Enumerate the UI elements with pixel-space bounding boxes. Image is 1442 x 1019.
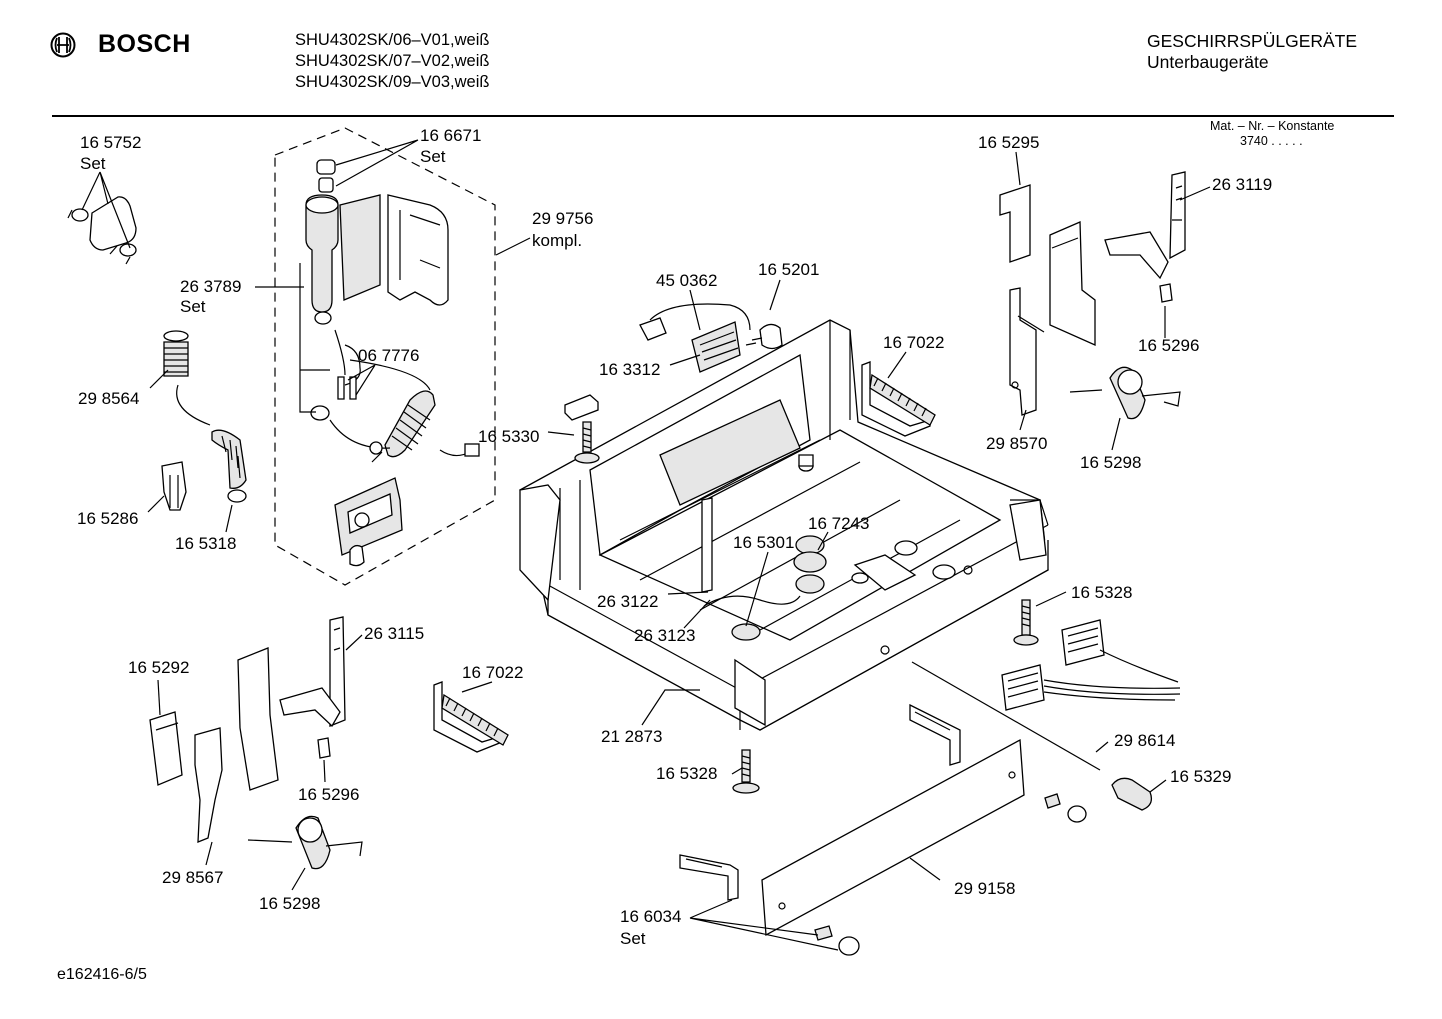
part-label: 16 6671	[420, 126, 481, 145]
material-number-block: Mat. – Nr. – Konstante 3740 . . . . .	[1210, 119, 1334, 149]
part-label-note: Set	[180, 297, 206, 316]
part-label: 26 3119	[1212, 175, 1272, 194]
part-label: 26 3123	[634, 626, 695, 645]
part-label: 16 5318	[175, 534, 236, 553]
kit-boundary-outline	[274, 127, 496, 586]
part-label: 16 7022	[462, 663, 523, 682]
part-label-note: Set	[420, 147, 446, 166]
spring-clip-left-drawing	[433, 681, 509, 753]
part-label: 16 5301	[733, 533, 794, 552]
part-label: 29 8567	[162, 868, 223, 887]
part-label: 16 5296	[298, 785, 359, 804]
part-label: 16 5328	[656, 764, 717, 783]
part-label: 45 0362	[656, 271, 717, 290]
part-label: 16 5295	[978, 133, 1039, 152]
part-label: 29 9158	[954, 879, 1015, 898]
part-label: 21 2873	[601, 727, 662, 746]
right-bracket-group-drawing	[999, 171, 1186, 420]
left-bracket-group-drawing	[149, 616, 363, 870]
part-label: 16 5296	[1138, 336, 1199, 355]
part-label: 16 5286	[77, 509, 138, 528]
part-label: 16 5298	[259, 894, 320, 913]
material-number-label: Mat. – Nr. – Konstante	[1210, 119, 1335, 133]
product-category: GESCHIRRSPÜLGERÄTE Unterbaugeräte	[1147, 31, 1357, 73]
part-label: 16 5330	[478, 427, 539, 446]
part-label: 29 9756	[532, 209, 593, 228]
part-label: 16 7243	[808, 514, 869, 533]
material-number-value: 3740 . . . . .	[1240, 134, 1303, 148]
category-title: GESCHIRRSPÜLGERÄTE	[1147, 31, 1358, 51]
part-label: 16 5328	[1071, 583, 1132, 602]
part-label: 16 5298	[1080, 453, 1141, 472]
model-list: SHU4302SK/06–V01,weiß SHU4302SK/07–V02,w…	[295, 30, 489, 93]
brand-name: BOSCH	[98, 30, 191, 58]
bottom-foot-drawing	[732, 749, 760, 794]
part-label: 16 5752	[80, 133, 141, 152]
leader-lines	[81, 139, 1211, 951]
part-label: 26 3122	[597, 592, 658, 611]
part-label: 16 7022	[883, 333, 944, 352]
part-label: 26 3789	[180, 277, 241, 296]
screw-foot-drawing	[564, 394, 600, 464]
part-label: 16 5329	[1170, 767, 1231, 786]
hose-set-drawing	[67, 196, 137, 265]
part-labels: 16 5752 Set 16 6671 Set 29 9756 kompl. 2…	[77, 126, 1272, 948]
part-label: 06 7776	[358, 346, 419, 365]
drawing-id: e162416-6/5	[57, 966, 147, 983]
part-label-note: Set	[80, 154, 106, 173]
part-label: 29 8564	[78, 389, 139, 408]
wiring-harness-drawing	[911, 599, 1181, 811]
spring-clip-right-drawing	[861, 361, 936, 437]
part-label: 16 3312	[599, 360, 660, 379]
kick-plate-drawing	[679, 703, 1087, 956]
model-line: SHU4302SK/06–V01,weiß	[295, 31, 490, 49]
part-label: 16 5292	[128, 658, 189, 677]
sensor-cable-drawing	[639, 303, 783, 373]
category-subtitle: Unterbaugeräte	[1147, 52, 1269, 72]
sump-parts-drawing	[701, 454, 956, 641]
inlet-valve-drawing	[305, 159, 449, 325]
part-label: 29 8614	[1114, 731, 1175, 750]
part-label: 16 6034	[620, 907, 681, 926]
brand-logo: BOSCH	[50, 30, 191, 59]
model-line: SHU4302SK/07–V02,weiß	[295, 52, 490, 70]
part-label: 16 5201	[758, 260, 819, 279]
base-frame-drawing	[519, 319, 1049, 731]
level-switch-drawing	[334, 477, 403, 567]
part-label: 26 3115	[364, 624, 424, 643]
part-label-note: Set	[620, 929, 646, 948]
bosch-armature-icon	[50, 32, 76, 57]
drain-hose-drawing	[161, 330, 247, 511]
part-label-note: kompl.	[532, 231, 582, 250]
header-divider	[52, 115, 1394, 117]
part-label: 29 8570	[986, 434, 1047, 453]
model-line: SHU4302SK/09–V03,weiß	[295, 73, 490, 91]
